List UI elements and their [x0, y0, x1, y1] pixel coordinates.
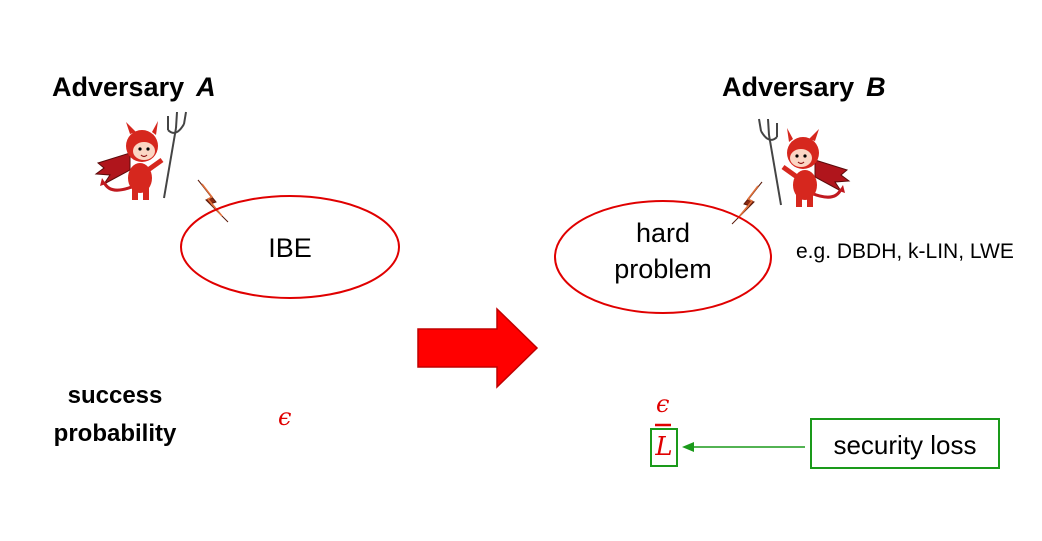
success-line1: success — [67, 382, 163, 409]
ibe-ellipse — [180, 195, 400, 299]
hard-problem-line1: hard — [635, 218, 691, 248]
success-line2: probability — [53, 420, 177, 447]
adversary-b-title: Adversary B — [722, 72, 886, 103]
loss-pointer-arrowhead-icon — [682, 442, 694, 452]
adversary-a-letter: A — [196, 72, 216, 102]
adversary-b-prefix: Adversary — [722, 72, 855, 102]
lightning-bolt-b-icon — [731, 181, 763, 225]
adversary-a-title: Adversary A — [52, 72, 216, 103]
lightning-bolt-a-icon — [197, 179, 229, 223]
hard-problem-line2: problem — [614, 254, 712, 284]
adversary-b-letter: B — [866, 72, 886, 102]
security-loss-symbol: L — [650, 428, 678, 467]
hard-problem-label: hard problem — [593, 215, 733, 287]
epsilon-a: ϵ — [278, 403, 292, 431]
security-loss-box: security loss — [810, 418, 1000, 469]
epsilon-b-numerator: ϵ — [656, 390, 670, 418]
adversary-a-prefix: Adversary — [52, 72, 185, 102]
hard-problem-examples: e.g. DBDH, k-LIN, LWE — [796, 240, 1014, 263]
devil-b-icon — [758, 118, 851, 207]
devil-a-icon — [94, 111, 187, 200]
hard-problem-ellipse — [554, 200, 772, 314]
reduction-arrow-icon — [417, 307, 539, 389]
success-probability-label: success probability — [25, 377, 205, 453]
ibe-label: IBE — [268, 233, 312, 263]
